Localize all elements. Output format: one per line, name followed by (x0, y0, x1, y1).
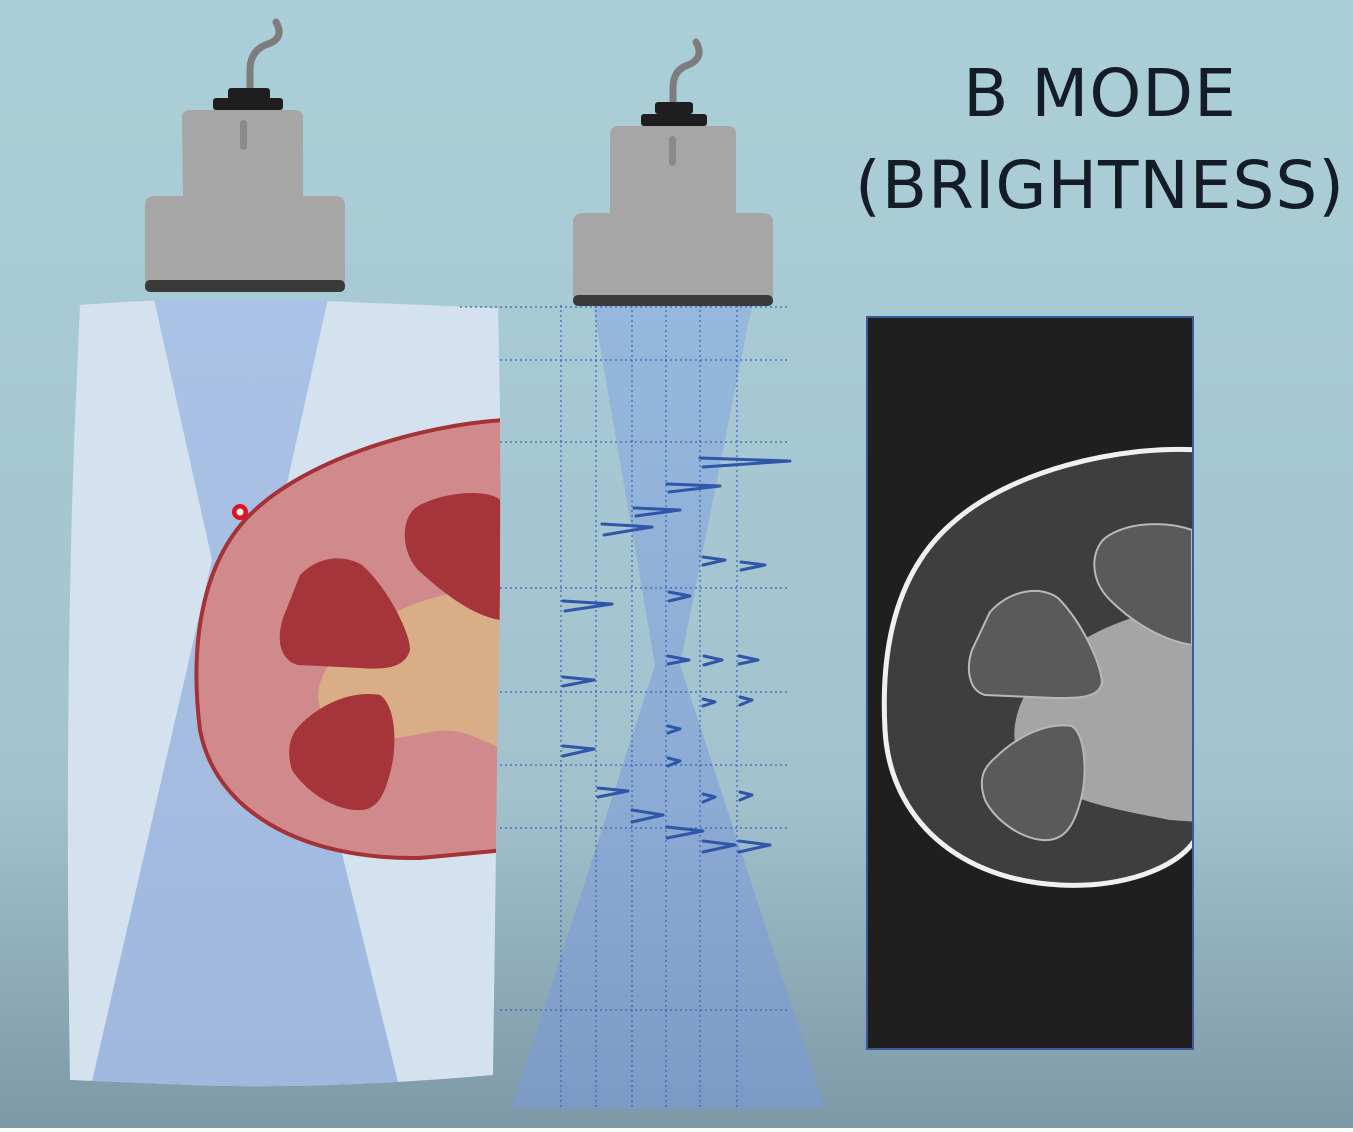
bmode-pyramid (1093, 523, 1192, 647)
title-line-2: (BRIGHTNESS) (854, 147, 1346, 224)
page-title: B MODE (BRIGHTNESS) (850, 48, 1350, 232)
echo-spike (666, 654, 691, 666)
echo-spike (561, 599, 614, 613)
echo-spike (698, 456, 792, 469)
echo-spike (702, 654, 724, 667)
echo-spike (665, 482, 722, 494)
echo-spike (738, 790, 754, 802)
echo-spike (600, 522, 654, 537)
echo-spike (666, 756, 682, 768)
echo-spike (630, 808, 665, 824)
focal-point-marker (232, 504, 248, 520)
kidney-illustration (194, 417, 501, 861)
bmode-pyramid (980, 724, 1086, 842)
echo-spike (667, 590, 692, 603)
kidney-pyramid (404, 493, 500, 620)
echo-spike (561, 675, 596, 688)
echo-spike (632, 506, 682, 518)
echo-spike (665, 825, 705, 840)
kidney-pyramid (289, 694, 395, 811)
ultrasound-probe-icon (573, 38, 773, 306)
left-tissue-group (67, 18, 501, 1087)
echo-spikes (561, 456, 792, 854)
bmode-screen (866, 316, 1194, 1050)
echo-spike (737, 839, 772, 854)
echo-grid (460, 305, 790, 1108)
echo-spike (666, 724, 682, 735)
echo-spike (738, 695, 754, 707)
echo-spike (701, 697, 717, 708)
ultrasound-probe-icon (145, 18, 345, 292)
kidney-pyramid (279, 558, 410, 669)
middle-echo-group (460, 38, 825, 1108)
title-line-1: B MODE (963, 55, 1237, 132)
ultrasound-beam (512, 305, 825, 1108)
echo-spike (561, 744, 596, 758)
echo-spike (701, 792, 717, 804)
echo-spike (737, 654, 760, 666)
echo-spike (739, 560, 767, 572)
echo-spike (701, 839, 737, 854)
echo-spike (701, 555, 727, 567)
echo-spike (596, 786, 630, 799)
bmode-pyramid (967, 589, 1104, 700)
